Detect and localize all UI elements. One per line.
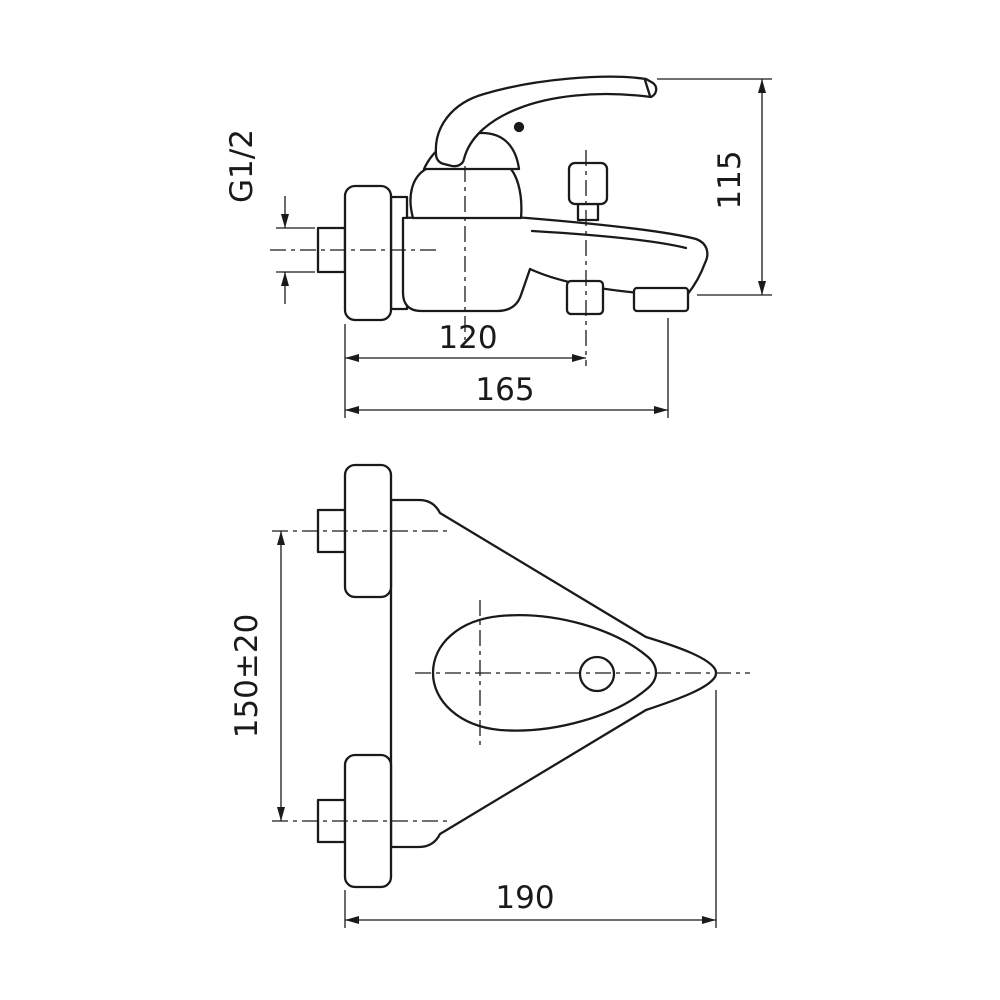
side-view-dimensions: G1/2 115 120 165 <box>224 78 772 418</box>
spout-contour-line <box>530 229 688 250</box>
dimension-overall-reach: 165 <box>345 318 669 418</box>
overall-reach-label: 165 <box>475 372 534 408</box>
lever-tip-line <box>643 78 652 98</box>
front-view-dimensions: 150±20 190 <box>229 531 717 928</box>
diverter-front-circle <box>578 655 616 693</box>
mounting-distance-label: 150±20 <box>229 614 265 739</box>
thread-label: G1/2 <box>224 129 260 203</box>
front-view <box>272 463 750 889</box>
diverter-knob <box>567 161 609 206</box>
dimension-mounting-distance: 150±20 <box>229 531 285 821</box>
overall-width-label: 190 <box>495 880 554 916</box>
spout-center-label: 120 <box>438 320 497 356</box>
wall-flange-side <box>343 184 393 322</box>
side-view <box>270 75 709 366</box>
aerator-outlet <box>632 286 690 313</box>
dimension-overall-width: 190 <box>344 690 717 928</box>
cartridge-dome <box>409 162 523 220</box>
diverter-stem <box>576 202 600 222</box>
height-label: 115 <box>712 150 748 209</box>
hose-connector <box>565 279 605 316</box>
lever-handle <box>434 75 658 168</box>
dimension-height: 115 <box>657 78 772 296</box>
dimension-thread: G1/2 <box>224 129 315 304</box>
dimension-spout-center: 120 <box>344 320 586 418</box>
handle-button <box>513 121 525 133</box>
